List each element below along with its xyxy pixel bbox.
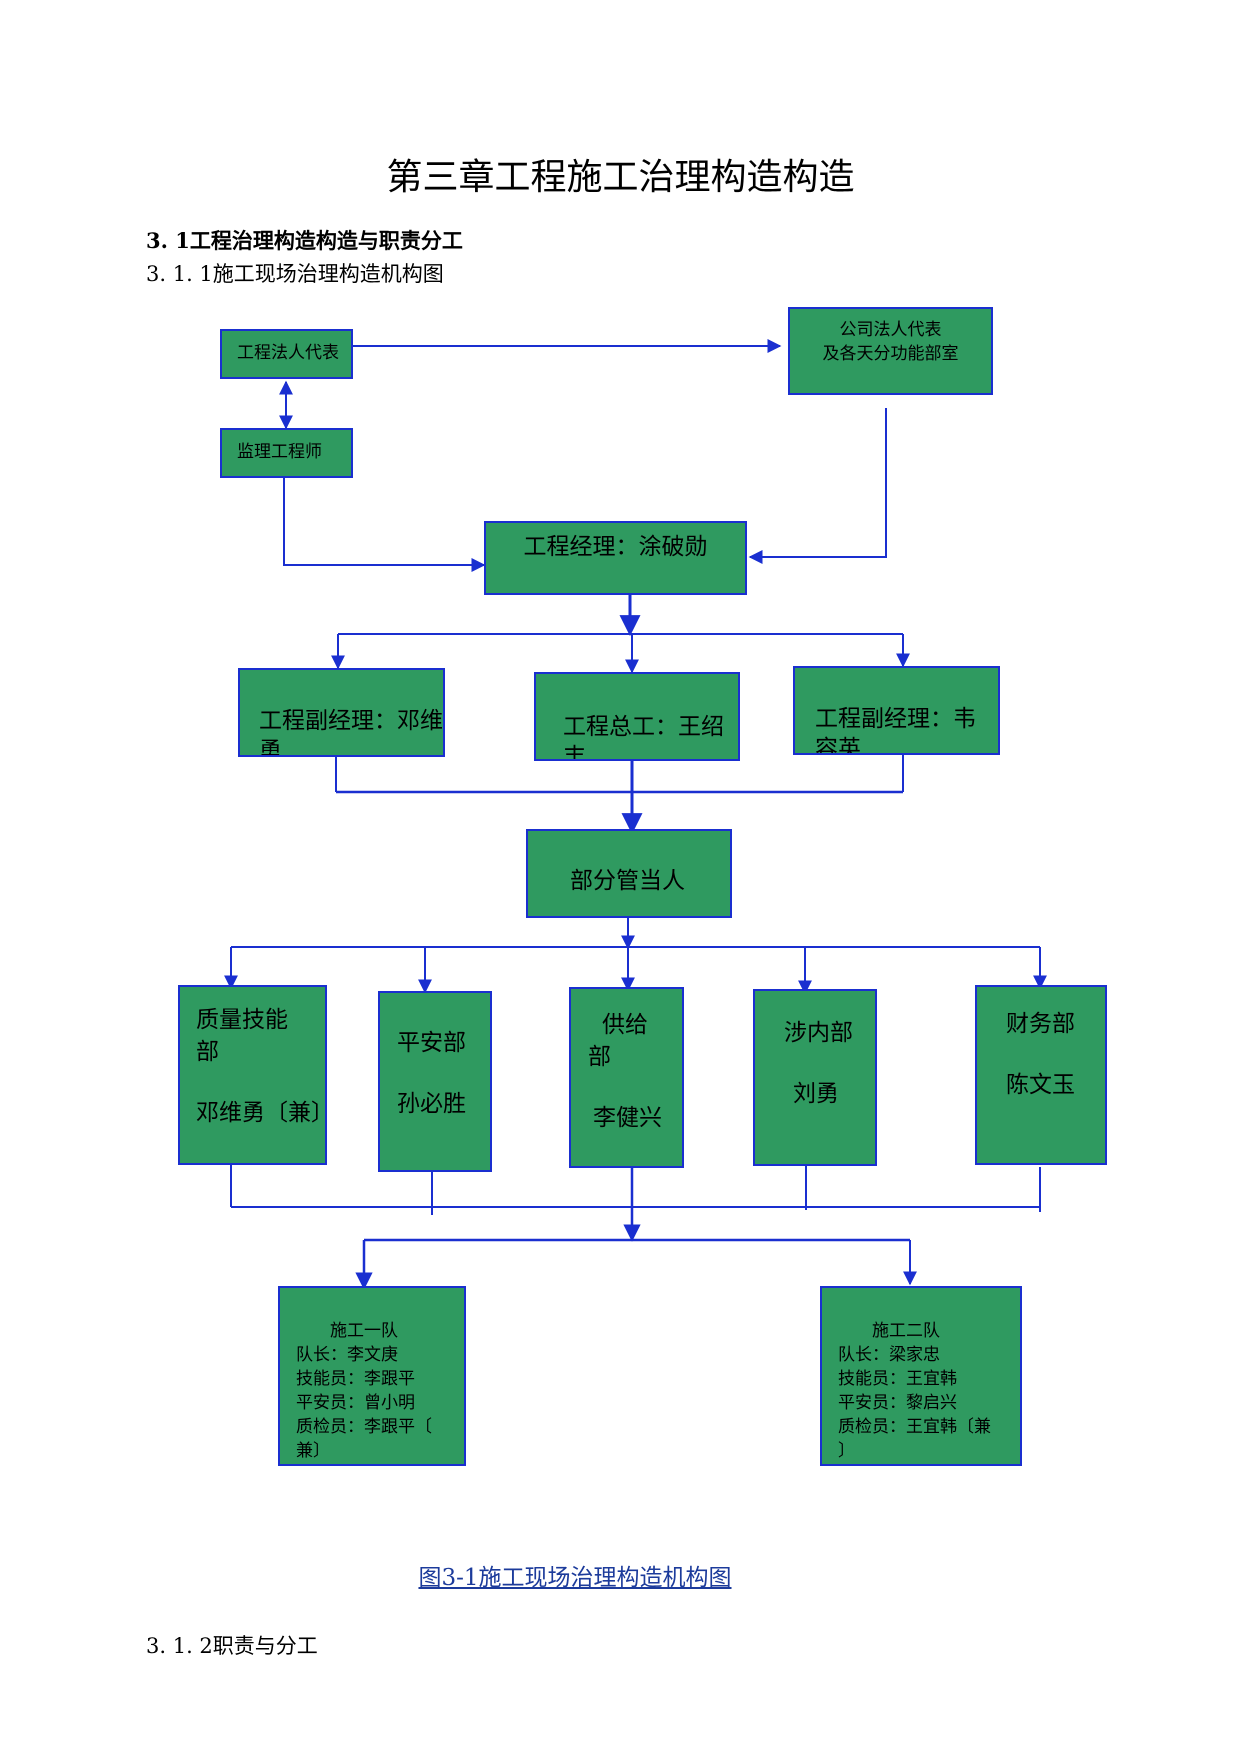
team2-inspector-cont: 〕 [838,1441,855,1461]
team1-name: 施工一队 [330,1321,398,1341]
team2-inspector: 质检员：王宜韩〔兼 [838,1417,991,1437]
arrow-company-to-pm [748,408,887,564]
page-title: 第三章工程施工治理构造构造 [386,157,855,198]
deputy-manager-left-box: 工程副经理：邓维勇 [238,668,445,757]
supply-dept-box: 供给 部 李健兴 [569,987,684,1168]
team1-inspector: 质检员：李跟平〔 [296,1417,432,1437]
team2-name: 施工二队 [872,1321,940,1341]
quality-dept-line2: 部 [196,1039,219,1065]
team1-technician: 技能员：李跟平 [296,1369,415,1389]
construction-team-2-box: 施工二队 队长：梁家忠 技能员：王宜韩 平安员：黎启兴 质检员：王宜韩〔兼 〕 [820,1286,1022,1466]
deputy-manager-right-box: 工程副经理：韦容英 [793,666,1000,755]
project-manager-label: 工程经理：涂破勋 [523,534,708,560]
quality-dept-box: 质量技能 部 邓维勇〔兼〕 [178,985,327,1165]
team1-leader: 队长：李文庚 [296,1345,398,1365]
project-rep-box: 工程法人代表 [220,329,353,379]
liaison-dept-line1: 涉内部 [784,1020,853,1046]
finance-dept-line2: 陈文玉 [1006,1072,1075,1098]
supervisor-label: 监理工程师 [237,442,322,462]
quality-dept-line3: 邓维勇〔兼〕 [196,1100,327,1126]
supply-dept-line3: 李健兴 [593,1105,662,1131]
project-manager-box: 工程经理：涂破勋 [484,521,747,595]
liaison-dept-box: 涉内部 刘勇 [753,989,877,1166]
team2-leader: 队长：梁家忠 [838,1345,940,1365]
liaison-dept-line2: 刘勇 [793,1081,839,1107]
quality-dept-line1: 质量技能 [196,1007,288,1033]
finance-dept-line1: 财务部 [1006,1011,1075,1037]
company-rep-box: 公司法人代表 及各天分功能部室 [788,307,993,395]
deputy-manager-right-label: 工程副经理：韦容英 [815,706,976,755]
company-rep-line2: 及各天分功能部室 [822,344,959,364]
team2-technician: 技能员：王宜韩 [838,1369,957,1389]
team1-inspector-cont: 兼〕 [296,1441,330,1461]
team2-safety-officer: 平安员：黎启兴 [838,1393,957,1413]
subsection-heading-2: 3. 1. 2职责与分工 [146,1634,318,1658]
project-rep-label: 工程法人代表 [237,343,339,363]
finance-dept-box: 财务部 陈文玉 [975,985,1107,1165]
team1-safety-officer: 平安员：曾小明 [296,1393,415,1413]
chief-engineer-label: 工程总工：王绍丰 [563,714,724,761]
construction-team-1-box: 施工一队 队长：李文庚 技能员：李跟平 平安员：曾小明 质检员：李跟平〔 兼〕 [278,1286,466,1466]
dept-head-label: 部分管当人 [570,868,685,894]
safety-dept-line2: 孙必胜 [397,1091,466,1117]
section-heading: 3. 1工程治理构造构造与职责分工 [146,228,463,253]
supply-dept-line1: 供给 [602,1012,648,1038]
chief-engineer-box: 工程总工：王绍丰 [534,672,740,761]
arrow-supervisor-to-pm [283,478,486,572]
company-rep-line1: 公司法人代表 [839,320,942,340]
safety-dept-box: 平安部 孙必胜 [378,991,492,1172]
figure-caption[interactable]: 图3-1施工现场治理构造机构图 [418,1565,732,1591]
supervisor-box: 监理工程师 [220,428,353,478]
subsection-heading: 3. 1. 1施工现场治理构造机构图 [146,262,444,286]
deputy-manager-left-label: 工程副经理：邓维勇 [259,708,443,757]
safety-dept-line1: 平安部 [397,1030,466,1056]
supply-dept-line2: 部 [588,1044,611,1070]
dept-head-box: 部分管当人 [526,829,732,918]
